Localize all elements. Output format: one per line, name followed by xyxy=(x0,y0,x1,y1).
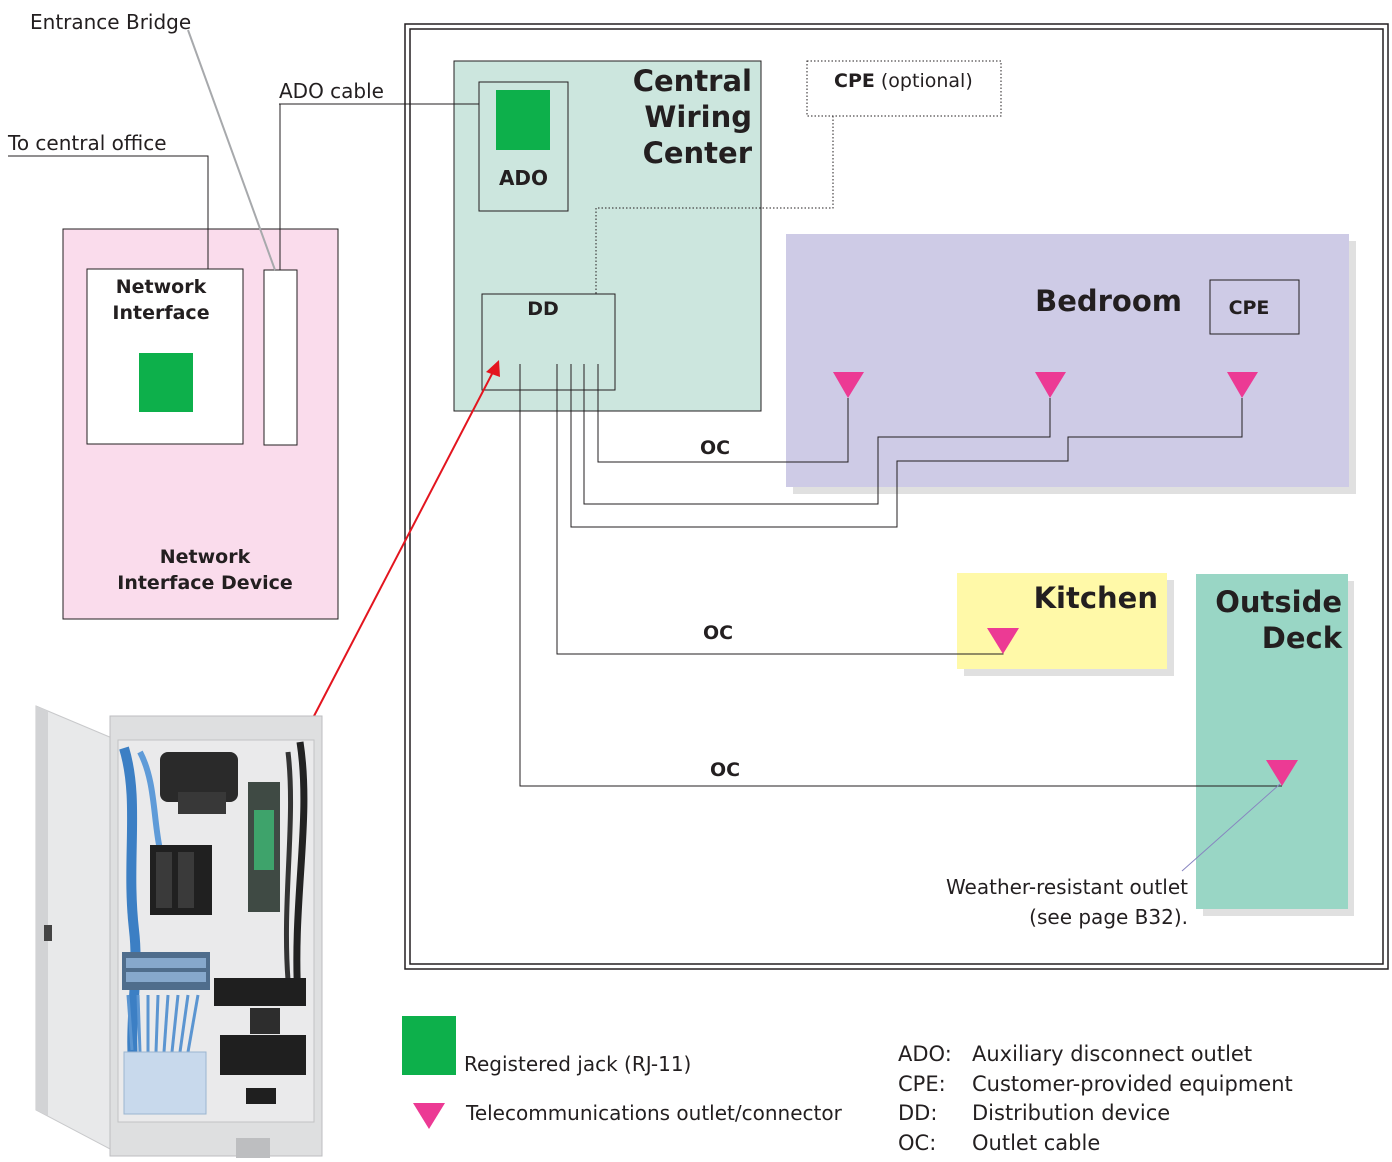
bedroom-cpe-label: CPE xyxy=(1210,297,1288,319)
dd-label: DD xyxy=(482,298,604,320)
abbr-oc: OC: xyxy=(898,1129,972,1159)
cpe-optional-label-bold: CPE xyxy=(834,70,875,92)
ado-cable-wire xyxy=(280,104,479,270)
abbr-dd: DD: xyxy=(898,1099,972,1129)
abbr-row-dd: DD: Distribution device xyxy=(898,1099,1293,1129)
legend-outlet-icon xyxy=(413,1103,445,1129)
central-office-wire xyxy=(8,156,208,269)
cwc-title: Central Wiring Center xyxy=(560,63,752,171)
oc-kitchen-label: OC xyxy=(703,622,733,644)
legend-jack-label: Registered jack (RJ-11) xyxy=(464,1052,691,1076)
deck-outlet-icon xyxy=(1266,760,1298,786)
oc-deck-label: OC xyxy=(710,759,740,781)
legend-outlet-label: Telecommunications outlet/connector xyxy=(466,1101,842,1125)
oc-kitchen xyxy=(557,364,1003,654)
entrance-bridge-box xyxy=(264,270,297,445)
ado-label: ADO xyxy=(479,166,568,190)
weather-outlet-leader xyxy=(1182,784,1280,871)
oc-bedroom-2 xyxy=(584,364,1050,504)
bedroom-box xyxy=(786,234,1349,487)
abbr-row-ado: ADO: Auxiliary disconnect outlet xyxy=(898,1040,1293,1070)
abbreviation-list: ADO: Auxiliary disconnect outlet CPE: Cu… xyxy=(898,1040,1293,1158)
abbr-oc-def: Outlet cable xyxy=(972,1129,1100,1159)
kitchen-outlet-icon xyxy=(987,628,1019,654)
network-interface-label: Network Interface xyxy=(88,274,234,326)
panel-photo xyxy=(36,706,322,1158)
bedroom-outlet-1-icon xyxy=(833,372,864,398)
nid-label: Network Interface Device xyxy=(80,544,330,596)
ado-box xyxy=(479,82,568,211)
ado-jack xyxy=(496,90,550,150)
oc-bedroom-3 xyxy=(571,364,1242,527)
outside-deck-title: Outside Deck xyxy=(1200,584,1342,656)
to-central-office-label: To central office xyxy=(8,131,167,155)
red-arrow-head xyxy=(486,360,500,377)
oc-bedroom-label: OC xyxy=(700,437,730,459)
legend-jack-icon xyxy=(402,1016,456,1075)
entrance-bridge-leader xyxy=(188,30,275,270)
abbr-ado-def: Auxiliary disconnect outlet xyxy=(972,1040,1252,1070)
ado-cable-label: ADO cable xyxy=(279,79,384,103)
cpe-optional-label-rest: (optional) xyxy=(875,70,973,92)
red-arrow-line xyxy=(314,372,493,716)
cpe-optional-label: CPE (optional) xyxy=(834,70,973,92)
abbr-dd-def: Distribution device xyxy=(972,1099,1170,1129)
abbr-cpe: CPE: xyxy=(898,1070,972,1100)
oc-deck xyxy=(520,364,1282,786)
nid-jack xyxy=(139,353,193,412)
kitchen-title: Kitchen xyxy=(960,580,1158,616)
abbr-row-cpe: CPE: Customer-provided equipment xyxy=(898,1070,1293,1100)
bedroom-outlet-3-icon xyxy=(1227,372,1258,398)
bedroom-outlet-2-icon xyxy=(1035,372,1066,398)
abbr-ado: ADO: xyxy=(898,1040,972,1070)
abbr-cpe-def: Customer-provided equipment xyxy=(972,1070,1293,1100)
abbr-row-oc: OC: Outlet cable xyxy=(898,1129,1293,1159)
bedroom-title: Bedroom xyxy=(1000,283,1182,319)
entrance-bridge-label: Entrance Bridge xyxy=(30,10,191,34)
weather-outlet-label: Weather-resistant outlet (see page B32). xyxy=(900,872,1188,932)
